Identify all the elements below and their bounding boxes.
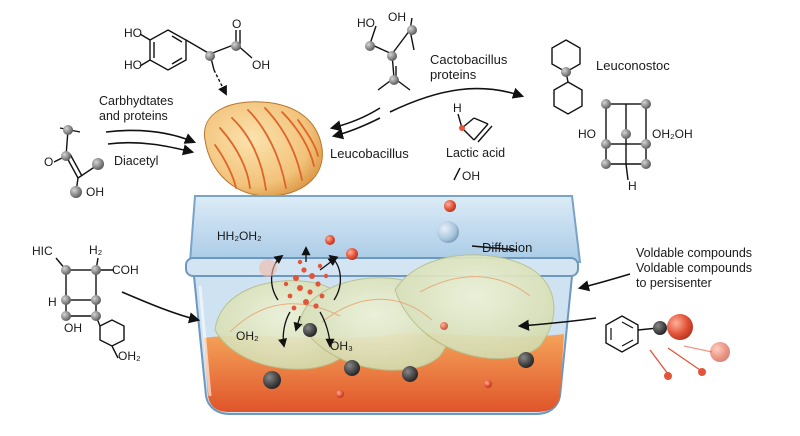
left-h2: H₂ xyxy=(89,243,103,257)
lactic-acid-label: Lactic acid xyxy=(446,146,506,160)
diacetyl-o: O xyxy=(44,155,54,169)
left-coh: COH xyxy=(112,263,139,277)
arrow-icon xyxy=(105,87,631,331)
caffeic-o: O xyxy=(232,17,242,31)
left-hic: HIC xyxy=(32,244,53,258)
top-oh: OH xyxy=(388,10,406,24)
diacetyl-oh: OH xyxy=(86,185,104,199)
bubble-icon xyxy=(259,200,534,398)
caffeic-oh: OH xyxy=(252,58,270,72)
leuconostoc-label: Leuconostoc xyxy=(596,58,670,73)
cabbage-icon xyxy=(204,101,323,197)
tank-oh3: OH₃ xyxy=(330,339,353,353)
leucobacillus-label: Leucobacillus xyxy=(330,146,409,161)
volatile-molecule xyxy=(605,314,730,380)
leuco-oh2oh: OH₂OH xyxy=(652,127,693,141)
top-ho: HO xyxy=(357,16,375,30)
leuco-h: H xyxy=(628,179,637,193)
leuco-ho: HO xyxy=(578,127,596,141)
caffeic-ho-2: HO xyxy=(124,58,142,72)
left-oh2: OH₂ xyxy=(118,349,141,363)
tank-hh2oh2: HH₂OH₂ xyxy=(217,229,262,243)
left-h: H xyxy=(48,295,57,309)
fermentation-tank-icon xyxy=(185,195,582,415)
lactic-acid-molecule xyxy=(453,113,493,181)
lactic-h: H xyxy=(453,101,462,115)
lactic-oh: OH xyxy=(462,169,480,183)
diacetyl-label: Diacetyl xyxy=(114,154,159,168)
caffeic-ho-1: HO xyxy=(124,26,142,40)
cactobacillus-label: Cactobacillus proteins xyxy=(430,52,508,82)
bacteria-cluster xyxy=(283,259,329,311)
carbs-proteins-label: Carbhydtates and proteins xyxy=(99,94,174,123)
left-oh: OH xyxy=(64,321,82,335)
diacetyl-molecule xyxy=(53,127,97,193)
diffusion-label: Diffusion xyxy=(482,240,533,255)
tank-oh2: OH₂ xyxy=(236,329,259,343)
voldable-compounds-label: Voldable compounds Voldable compounds to… xyxy=(636,246,753,290)
